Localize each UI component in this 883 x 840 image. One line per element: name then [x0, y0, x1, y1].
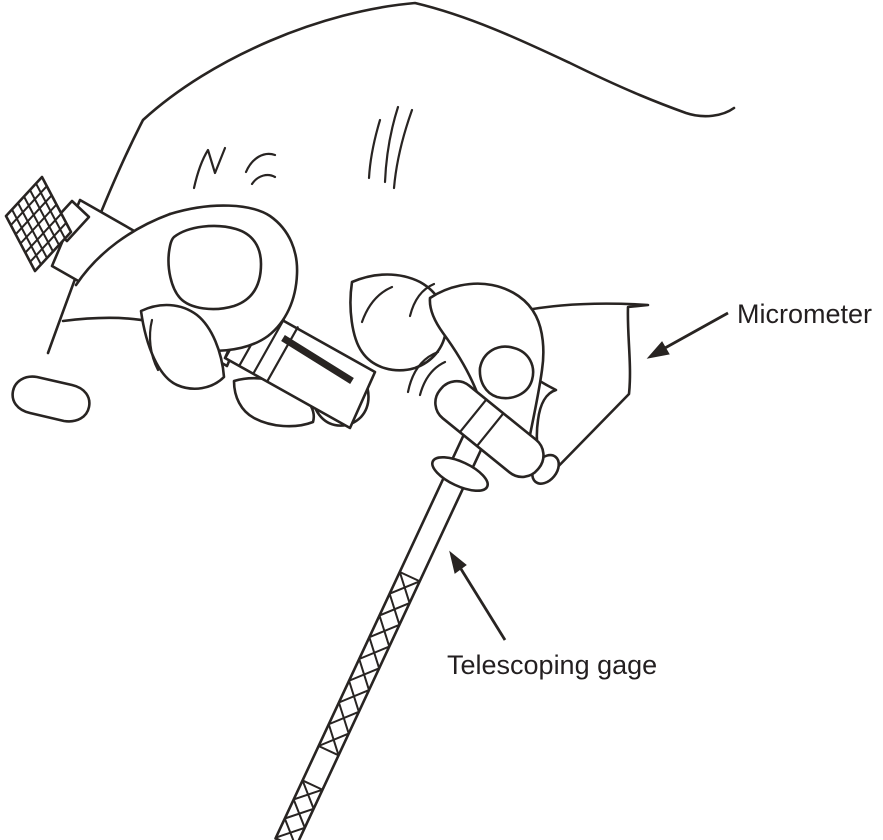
micrometer-arrow-line — [664, 311, 729, 350]
gage-lock-collar — [431, 455, 489, 493]
knuckle-crease-arc — [244, 152, 277, 174]
micrometer-label: Micrometer — [737, 299, 872, 329]
finger-pill-lower-left — [11, 375, 91, 423]
index-finger-crease-3 — [392, 108, 414, 190]
micrometer-arrowhead — [646, 341, 670, 359]
thumb-lower-contour — [61, 316, 154, 324]
gage-handle-knurl-band-1 — [318, 571, 421, 757]
phalanx-crease-1 — [360, 285, 394, 324]
thumb-upper-contour — [74, 212, 172, 287]
index-finger-crease-2 — [383, 105, 400, 184]
hand-illustration — [46, 1, 736, 355]
thumb-fill — [63, 205, 298, 351]
micrometer-callout: Micrometer — [646, 299, 872, 359]
anvil-crease-1 — [406, 350, 440, 394]
telescoping-gage-arrowhead — [449, 550, 467, 574]
ratchet-knurl-hatch — [10, 183, 67, 265]
sleeve-index-line — [281, 335, 354, 384]
gage-handle-group — [274, 430, 487, 840]
gage-head-segment-lines — [458, 398, 505, 448]
thumb-index-crease — [192, 146, 227, 190]
telescoping-gage-arrow-line — [459, 568, 507, 641]
fingertip-pad — [478, 345, 535, 400]
lower-fingertips — [11, 303, 226, 423]
anvil-crease-2 — [418, 360, 447, 397]
telescoping-gage-label: Telescoping gage — [447, 650, 657, 680]
telescoping-gage-callout: Telescoping gage — [447, 550, 657, 680]
pointed-fingertip-crease — [148, 318, 160, 372]
gage-head-group — [434, 379, 561, 485]
phalanx-crease-2 — [408, 282, 436, 318]
index-finger-crease-1 — [367, 118, 382, 180]
knuckle-crease-arc-small — [250, 173, 277, 186]
gage-handle-knurl-band-2 — [275, 779, 323, 840]
thumbnail — [167, 224, 263, 311]
gage-handle-shaft — [274, 430, 487, 840]
anvil-area — [406, 350, 447, 397]
telescoping-gage-illustration — [274, 379, 561, 840]
hand-outline — [46, 1, 736, 355]
gage-collar-group — [431, 455, 489, 493]
pointed-fingertip — [139, 303, 226, 391]
